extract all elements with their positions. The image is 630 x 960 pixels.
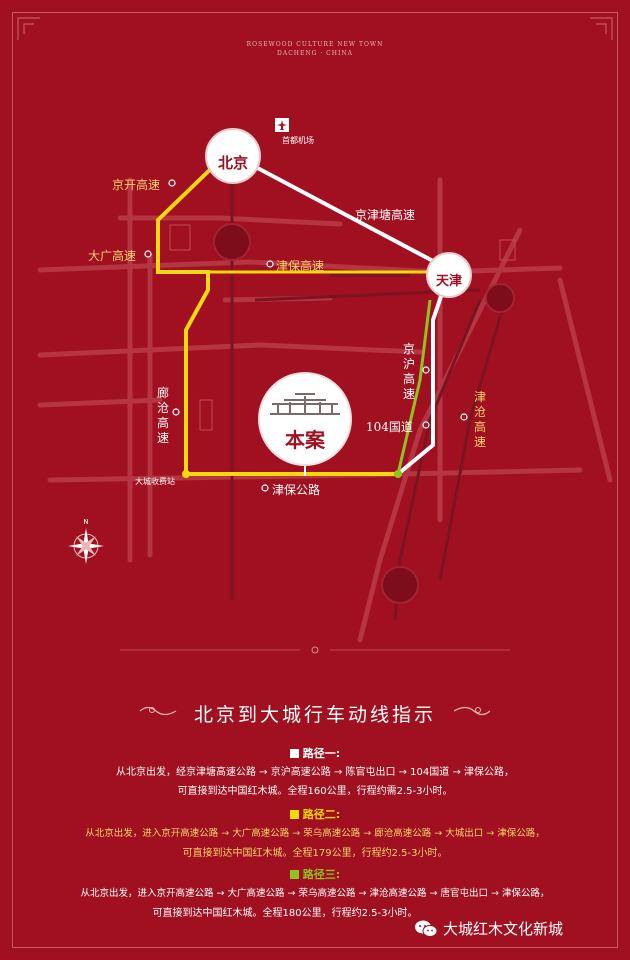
route-3-swatch xyxy=(289,870,299,879)
route-nodes xyxy=(144,179,468,492)
brand-line-1: ROSEWOOD CULTURE NEW TOWN xyxy=(246,41,384,48)
route-2-line-1: 从北京出发，进入京开高速公路 → 大广高速公路 → 荣乌高速公路 → 廊沧高速公… xyxy=(85,828,545,839)
beijing-marker: 北京 xyxy=(205,128,261,184)
left-cloud-ornament xyxy=(139,706,177,716)
jinbao-highway-label: 津保高速 xyxy=(276,259,325,273)
toll-label: 大城收费站 xyxy=(135,477,175,486)
brand-line-2: DACHENG · CHINA xyxy=(277,50,353,57)
jingkai-label: 京开高速 xyxy=(112,178,161,192)
background-roads xyxy=(37,177,613,643)
guide-title: 北京到大城行车动线指示 xyxy=(193,704,436,726)
route-3-heading: 路径三: xyxy=(0,866,630,882)
gate-icon xyxy=(270,393,340,415)
wechat-icon xyxy=(415,920,438,937)
corner-ornaments xyxy=(17,17,613,40)
tianjin-label: 天津 xyxy=(435,274,462,289)
north-label: N xyxy=(83,518,88,526)
watermark-text: 大城红木文化新城 xyxy=(443,920,564,938)
route-1-white-line xyxy=(232,153,453,476)
brand-text: ROSEWOOD CULTURE NEW TOWN DACHENG · CHIN… xyxy=(0,40,630,58)
landmark-decoration xyxy=(169,224,516,431)
jingjintang-label: 京津塘高速 xyxy=(355,208,416,222)
jincang-label: 津沧高速 xyxy=(473,390,486,449)
route-2-heading: 路径二: xyxy=(0,806,630,822)
jinbao-road-label: 津保公路 xyxy=(272,483,321,497)
route-1-heading: 路径一: xyxy=(0,745,630,761)
route-map xyxy=(17,17,613,654)
jinghu-label: 京沪高速 xyxy=(402,342,415,401)
route-2-line-2: 可直接到达中国红木城。全程179公里，行程约2.5-3小时。 xyxy=(182,848,448,859)
toll-node xyxy=(182,470,190,478)
route-1-line-1: 从北京出发，经京津塘高速公路 → 京沪高速公路 → 陈官屯出口 → 104国道 … xyxy=(115,767,515,778)
district-markers xyxy=(213,223,515,604)
route-1-line-2: 可直接到达中国红木城。全程160公里，行程约需2.5-3小时。 xyxy=(177,786,453,797)
route-3-label: 路径三: xyxy=(302,868,341,881)
airplane-icon xyxy=(275,118,289,132)
airport-label: 首都机场 xyxy=(282,136,314,145)
route-3-green-line xyxy=(396,299,432,475)
project-label: 本案 xyxy=(285,428,325,452)
route-3-line-2: 可直接到达中国红木城。全程180公里，行程约2.5-3小时。 xyxy=(152,908,418,919)
daguang-label: 大广高速 xyxy=(88,249,137,263)
tianjin-marker: 天津 xyxy=(426,252,472,298)
right-cloud-ornament xyxy=(453,706,491,716)
route-2-swatch xyxy=(289,810,299,819)
junction-node xyxy=(394,470,402,478)
g104-label: 104国道 xyxy=(366,420,413,434)
separator-ornament xyxy=(120,646,510,654)
wechat-watermark: 大城红木文化新城 xyxy=(414,918,563,939)
compass-icon: N xyxy=(68,518,104,564)
route-1-label: 路径一: xyxy=(302,747,341,760)
project-marker: 本案 xyxy=(258,372,352,466)
decorative-frame xyxy=(12,12,618,948)
langcang-label: 廊沧高速 xyxy=(156,386,169,445)
route-2-label: 路径二: xyxy=(302,808,341,821)
beijing-label: 北京 xyxy=(217,154,248,172)
route-2-yellow-line xyxy=(156,158,400,476)
route-3-line-1: 从北京出发，进入京开高速公路 → 大广高速公路 → 荣乌高速公路 → 津沧高速公… xyxy=(80,888,550,899)
route-1-swatch xyxy=(289,749,299,758)
